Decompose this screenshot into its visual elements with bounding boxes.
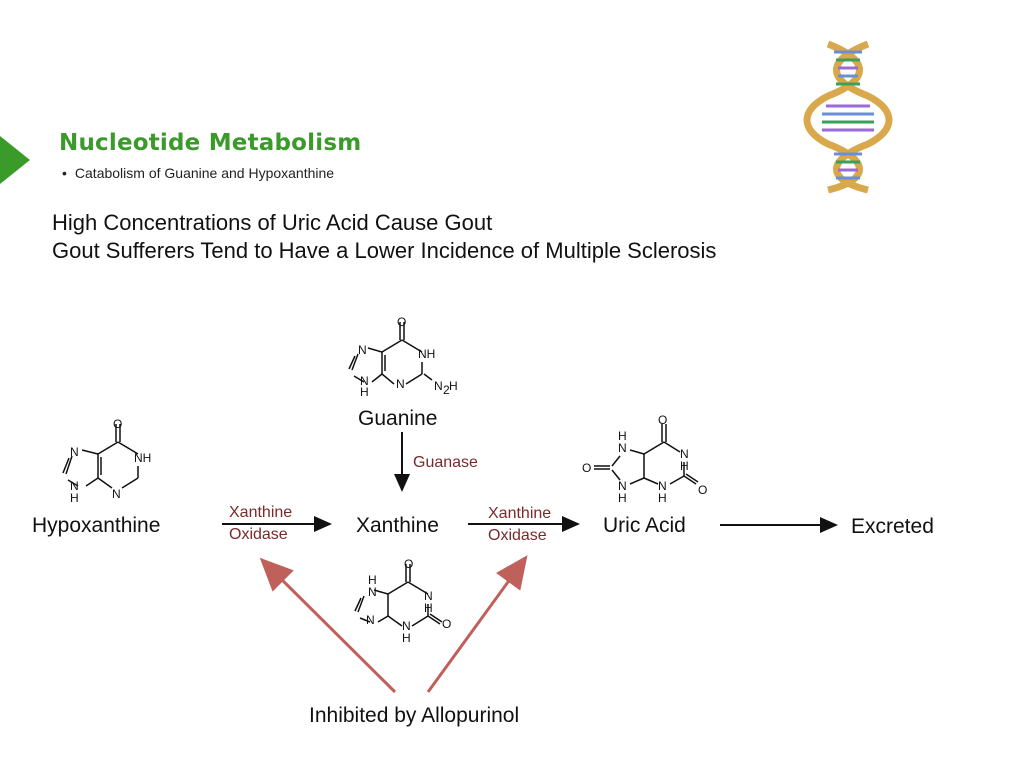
atom-label: N xyxy=(70,445,79,459)
atom-label: H xyxy=(680,459,689,473)
atom-label: O xyxy=(698,483,707,497)
atom-label: N xyxy=(658,479,667,493)
atom-label: N xyxy=(434,379,443,393)
guanine-structure: O N NH N H N N 2 H xyxy=(348,315,458,399)
atom-label: O xyxy=(658,413,667,427)
atom-label: N xyxy=(618,479,627,493)
xanthine-structure: O H N N H N N H O xyxy=(354,557,451,645)
atom-label: NH xyxy=(134,451,151,465)
enzyme-line: Oxidase xyxy=(488,527,547,544)
uric-acid-structure: O H N N H O N H N H O xyxy=(582,413,707,505)
atom-label: N xyxy=(680,447,689,461)
label-allopurinol: Inhibited by Allopurinol xyxy=(309,704,520,727)
slide-title: Nucleotide Metabolism xyxy=(59,130,362,156)
atom-label: N xyxy=(366,613,375,627)
slide-subtitle: • Catabolism of Guanine and Hypoxanthine xyxy=(62,165,334,181)
enzyme-line: Xanthine xyxy=(488,505,552,522)
atom-label: H xyxy=(70,491,79,505)
atom-label: N xyxy=(396,377,405,391)
atom-label: H xyxy=(368,573,377,587)
label-xanthine-oxidase-2: Xanthine Oxidase xyxy=(488,503,551,547)
atom-label: O xyxy=(442,617,451,631)
statement-ms: Gout Sufferers Tend to Have a Lower Inci… xyxy=(52,238,717,263)
atom-label: N xyxy=(618,441,627,455)
label-guanase: Guanase xyxy=(413,454,478,471)
play-triangle-icon xyxy=(0,136,30,184)
statement-gout: High Concentrations of Uric Acid Cause G… xyxy=(52,210,493,235)
atom-label: H xyxy=(658,491,667,505)
atom-label: H xyxy=(618,429,627,443)
atom-label: O xyxy=(113,417,122,431)
atom-label: O xyxy=(404,557,413,571)
inhibit-arrow-right xyxy=(426,555,528,693)
atom-label: O xyxy=(397,315,406,329)
atom-label: N xyxy=(112,487,121,501)
subtitle-text: Catabolism of Guanine and Hypoxanthine xyxy=(74,165,335,181)
atom-label: N xyxy=(70,479,79,493)
atom-label: 2 xyxy=(443,383,450,397)
hypoxanthine-structure: O N NH N H N xyxy=(62,417,151,505)
inhibit-arrow-left xyxy=(259,557,397,694)
label-excreted: Excreted xyxy=(851,515,934,538)
atom-label: N xyxy=(402,619,411,633)
atom-label: O xyxy=(582,461,591,475)
atom-label: H xyxy=(424,601,433,615)
atom-label: NH xyxy=(418,347,435,361)
atom-label: H xyxy=(618,491,627,505)
atom-label: H xyxy=(449,379,458,393)
label-guanine: Guanine xyxy=(358,407,438,430)
atom-label: N xyxy=(424,589,433,603)
atom-label: N xyxy=(358,343,367,357)
atom-label: H xyxy=(402,631,411,645)
enzyme-line: Oxidase xyxy=(229,526,288,543)
label-hypoxanthine: Hypoxanthine xyxy=(32,514,161,537)
atom-label: N xyxy=(368,585,377,599)
atom-label: N xyxy=(360,374,369,388)
bullet-icon: • xyxy=(62,165,67,181)
label-xanthine: Xanthine xyxy=(356,514,439,537)
label-uric-acid: Uric Acid xyxy=(603,514,686,537)
enzyme-line: Xanthine xyxy=(229,504,293,521)
dna-helix-icon xyxy=(803,40,893,194)
label-xanthine-oxidase-1: Xanthine Oxidase xyxy=(229,502,292,546)
atom-label: H xyxy=(360,385,369,399)
